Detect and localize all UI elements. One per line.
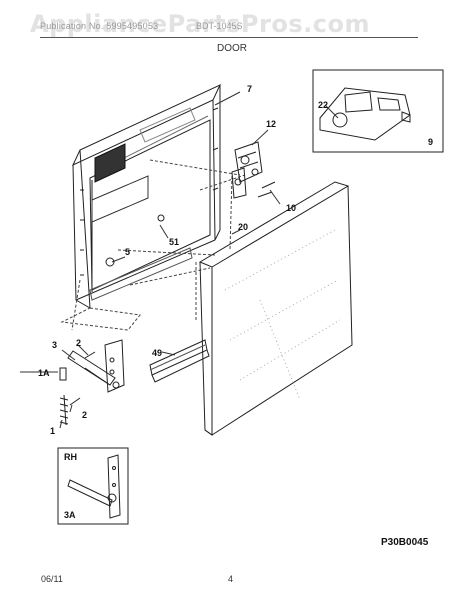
callout-leaders bbox=[20, 91, 339, 429]
hinge-assembly bbox=[67, 339, 125, 393]
clip-51 bbox=[157, 214, 165, 222]
callout-49: 49 bbox=[152, 348, 163, 358]
outer-door-panel bbox=[198, 181, 353, 436]
footer-page-number: 4 bbox=[228, 574, 234, 584]
grommet-5 bbox=[105, 257, 115, 267]
callout-3: 3 bbox=[52, 340, 58, 350]
callout-rh: RH bbox=[64, 452, 77, 462]
callout-12: 12 bbox=[266, 119, 277, 129]
dispenser-assembly bbox=[231, 141, 263, 199]
model-number: BDT-1045S bbox=[196, 21, 243, 31]
inset-rh-hinge bbox=[67, 454, 121, 519]
callout-1: 1 bbox=[50, 426, 56, 436]
screws bbox=[257, 181, 276, 198]
inset-box-dispenser bbox=[312, 69, 444, 153]
screw-2b bbox=[69, 397, 81, 406]
watermark-text: AppliancePartsPros.com bbox=[30, 10, 370, 38]
callout-22: 22 bbox=[318, 100, 329, 110]
hinge-spring bbox=[59, 394, 69, 426]
callout-7: 7 bbox=[247, 84, 253, 94]
diagram-code: P30B0045 bbox=[381, 537, 429, 548]
screw-2a bbox=[84, 351, 96, 359]
callout-10: 10 bbox=[286, 203, 297, 213]
inset-box-rh-hinge bbox=[57, 447, 129, 525]
callout-1A: 1A bbox=[38, 368, 50, 378]
callout-5: 5 bbox=[125, 247, 131, 257]
header-rule bbox=[40, 37, 418, 38]
vent-grille bbox=[94, 143, 126, 183]
inner-door-panel bbox=[71, 83, 222, 309]
callout-20: 20 bbox=[238, 222, 249, 232]
footer-date: 06/11 bbox=[41, 574, 63, 584]
callout-9: 9 bbox=[428, 137, 434, 147]
trim-strip bbox=[149, 339, 210, 383]
inset-dispenser bbox=[319, 87, 411, 141]
callout-51: 51 bbox=[169, 237, 180, 247]
section-title: DOOR bbox=[217, 43, 247, 54]
publication-title: Publication No. 5995495053 bbox=[40, 21, 159, 31]
callout-2-upper: 2 bbox=[76, 338, 82, 348]
hinge-cap bbox=[59, 367, 67, 381]
leader-lines bbox=[60, 159, 246, 331]
callout-2-lower: 2 bbox=[82, 410, 88, 420]
callout-3A: 3A bbox=[64, 510, 76, 520]
